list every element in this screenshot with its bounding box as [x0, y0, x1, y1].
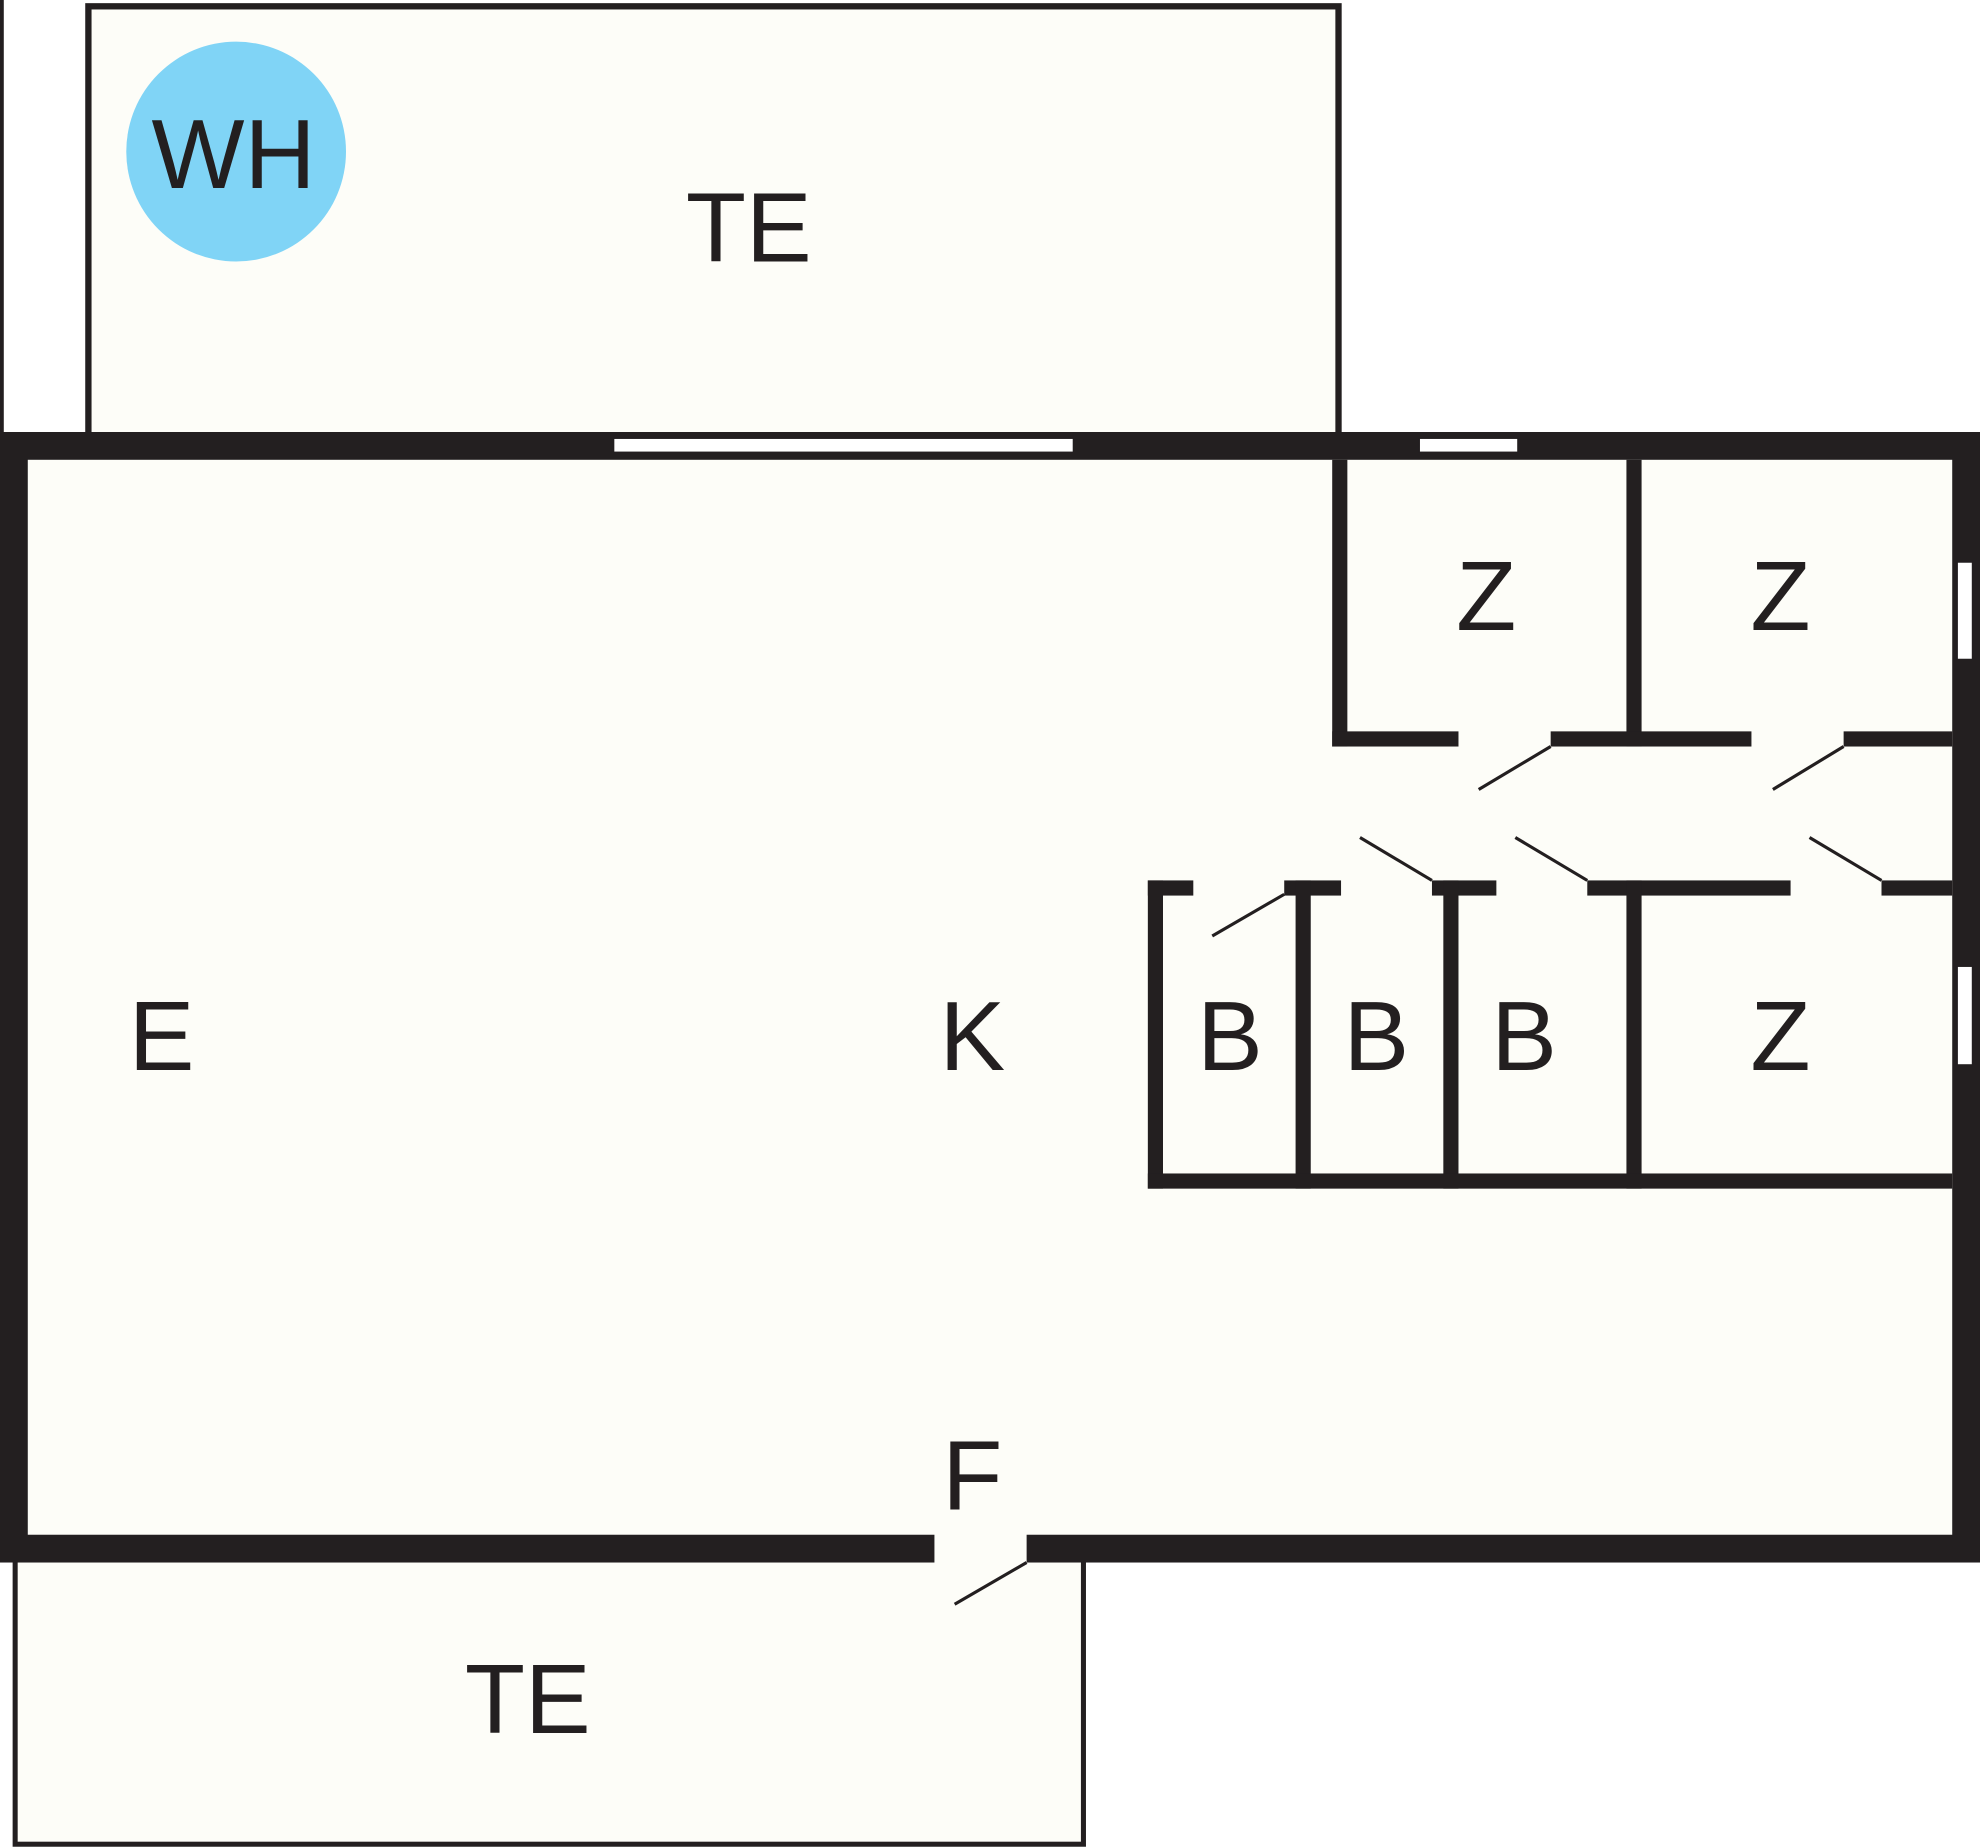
hall-label: F: [942, 1420, 1002, 1530]
door-bedroom-1: [1477, 745, 1552, 791]
door-bath-1: [1211, 892, 1286, 938]
window-top-small: [1418, 437, 1519, 453]
terrace-bottom: [12, 1551, 1086, 1847]
terrace-bottom-label: TE: [465, 1644, 591, 1754]
bath-2-label: B: [1344, 981, 1410, 1091]
bedroom-walls-top: [1332, 459, 1953, 747]
door-bedroom-2: [1772, 745, 1845, 791]
bedroom-3-label: Z: [1750, 981, 1810, 1091]
door-bath-2: [1359, 836, 1433, 882]
kitchen-label: K: [939, 981, 1005, 1091]
window-right-2: [1956, 965, 1974, 1066]
bedroom-1-label: Z: [1456, 541, 1516, 651]
entrance-door-gap: [934, 1533, 1027, 1564]
left-edge-line: [0, 0, 4, 436]
bath-3-label: B: [1491, 981, 1557, 1091]
bedroom-2-label: Z: [1750, 541, 1810, 651]
door-bedroom-3: [1808, 836, 1883, 882]
window-right-1: [1956, 561, 1974, 660]
bath-1-label: B: [1197, 981, 1263, 1091]
wh-marker: [126, 41, 346, 262]
wh-label: WH: [152, 99, 316, 209]
entrance-door: [953, 1561, 1028, 1606]
terrace-top-label: TE: [686, 172, 812, 282]
door-bath-3: [1514, 836, 1589, 882]
window-top-large: [613, 437, 1074, 453]
living-label: E: [129, 981, 195, 1091]
bath-walls: [1147, 880, 1953, 1189]
